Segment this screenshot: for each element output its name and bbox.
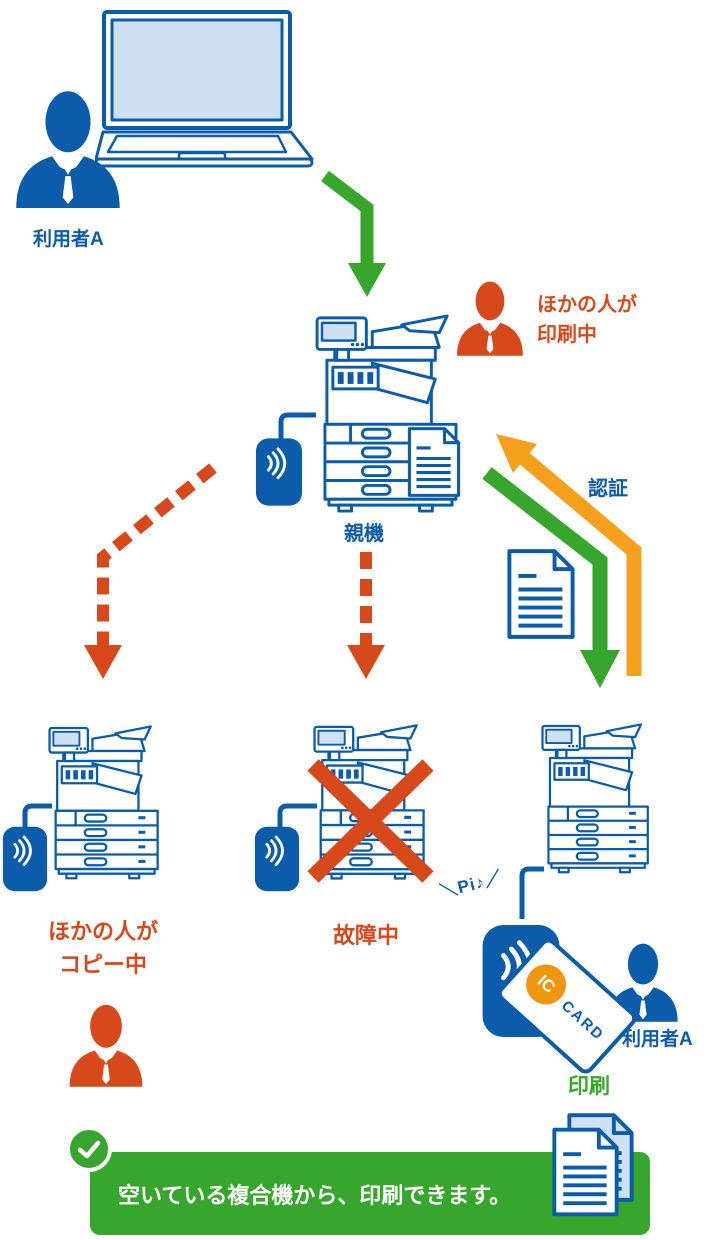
- right-printer-icon: [541, 702, 653, 894]
- left-card-reader-icon: [2, 824, 48, 894]
- middle-printer-status-label: 故障中: [332, 923, 399, 948]
- card-beep-sound-label: ＼Pi♪／: [438, 867, 505, 902]
- document-on-parent-icon: [406, 426, 462, 498]
- red-dashed-arrow-left-icon: [84, 463, 217, 679]
- parent-card-reader-icon: [255, 437, 303, 507]
- middle-printer-icon: [313, 700, 429, 903]
- green-arrow-to-parent-icon: [321, 170, 386, 297]
- parent-machine-label: 親機: [344, 523, 384, 545]
- other-user-printing-label: ほかの人が 印刷中: [537, 290, 637, 350]
- print-action-label: 印刷: [568, 1075, 610, 1098]
- user-a-bottom-label: 利用者A: [622, 1029, 693, 1050]
- left-printer-icon: [48, 702, 163, 902]
- left-printer-status-line1: ほかの人が: [47, 919, 158, 944]
- other-user-printing-line2: 印刷中: [537, 324, 597, 346]
- other-user-printing-icon: [452, 278, 528, 356]
- ic-card-word: CARD: [558, 997, 608, 1045]
- other-user-copying-icon: [64, 998, 148, 1090]
- other-user-printing-line1: ほかの人が: [537, 294, 637, 316]
- printed-documents-front-icon: [551, 1126, 620, 1218]
- user-a-top-label: 利用者A: [33, 229, 104, 250]
- auth-label: 認証: [588, 478, 628, 500]
- middle-card-reader-icon: [254, 824, 300, 894]
- result-banner-message: 空いている複合機から、印刷できます。: [118, 1182, 512, 1208]
- left-printer-status-line2: コピー中: [58, 952, 147, 977]
- red-dashed-arrow-middle-icon: [347, 552, 385, 679]
- document-transfer-icon: [506, 547, 576, 641]
- left-printer-status-label: ほかの人が コピー中: [33, 915, 173, 981]
- user-a-top-icon: [6, 86, 130, 208]
- laptop-icon: [95, 10, 314, 168]
- check-circle-icon: [66, 1126, 112, 1172]
